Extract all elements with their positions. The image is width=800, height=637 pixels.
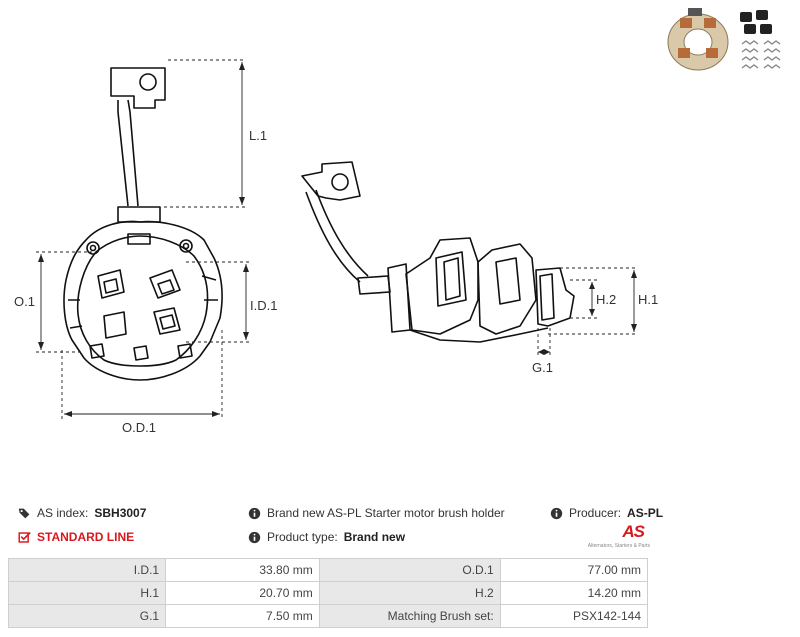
standard-line: STANDARD LINE: [18, 530, 134, 544]
table-row: H.1 20.70 mm H.2 14.20 mm: [7, 581, 649, 605]
spec-value: PSX142-144: [499, 604, 649, 628]
spec-value: 33.80 mm: [165, 558, 320, 582]
spec-value: 77.00 mm: [499, 558, 649, 582]
dim-label-g1: G.1: [532, 360, 553, 375]
brush-holder-side-b: [477, 243, 537, 335]
spec-value: 7.50 mm: [165, 604, 320, 628]
lead-wire-left: [117, 99, 139, 207]
mount-hole-right: [179, 239, 193, 253]
technical-drawing: L.1 O.1 I.D.1 O.D.1 H.2 H.1 G.1: [14, 59, 658, 435]
dim-label-od1: O.D.1: [122, 420, 156, 435]
brush-holder-1: [97, 269, 125, 299]
wire-clamp-left: [117, 206, 161, 223]
producer: Producer: AS-PL: [550, 506, 663, 520]
dim-label-o1: O.1: [14, 294, 35, 309]
wire-clamp-right: [357, 275, 391, 295]
check-square-icon: [18, 531, 31, 543]
dim-label-id1: I.D.1: [250, 298, 277, 313]
tab-2: [133, 345, 149, 361]
brush-plate-outline: [63, 220, 223, 381]
brush-holder-3: [103, 311, 127, 339]
tab-3: [177, 343, 193, 359]
as-index-label: AS index:: [37, 506, 89, 520]
spec-label: I.D.1: [7, 558, 167, 582]
brush-holder-side-a: [405, 237, 479, 335]
product-info: AS index: SBH3007 STANDARD LINE Brand ne…: [0, 500, 800, 560]
spec-value: 14.20 mm: [499, 581, 649, 605]
tab-1: [89, 343, 105, 359]
product-photo-thumbnail: [667, 8, 781, 71]
spec-table: I.D.1 33.80 mm O.D.1 77.00 mm H.1 20.70 …: [7, 558, 649, 628]
terminal-hole-right: [331, 173, 349, 191]
dim-label-h1: H.1: [638, 292, 658, 307]
dim-label-l1: L.1: [249, 128, 267, 143]
producer-label: Producer:: [569, 506, 622, 520]
description-text: Brand new AS-PL Starter motor brush hold…: [267, 506, 505, 520]
terminal-left: [110, 67, 166, 109]
as-pl-logo: AS Alternators, Starters & Parts: [584, 522, 650, 552]
spec-label: H.2: [318, 581, 501, 605]
table-row: G.1 7.50 mm Matching Brush set: PSX142-1…: [7, 604, 649, 628]
info-icon: [248, 507, 261, 519]
logo-mark: AS: [622, 522, 645, 541]
spec-value: 20.70 mm: [165, 581, 320, 605]
spec-label: O.D.1: [318, 558, 501, 582]
description: Brand new AS-PL Starter motor brush hold…: [248, 506, 505, 520]
info-icon: [248, 531, 261, 543]
terminal-right: [301, 161, 361, 201]
lead-wire-right: [305, 189, 369, 283]
brush-holder-side-c: [535, 267, 575, 327]
brush-holder-2: [149, 269, 181, 299]
product-type-label: Product type:: [267, 530, 338, 544]
spec-label: H.1: [7, 581, 167, 605]
mount-hole-left: [86, 241, 100, 255]
producer-value: AS-PL: [627, 506, 664, 520]
dim-label-h2: H.2: [596, 292, 616, 307]
logo-tagline: Alternators, Starters & Parts: [587, 543, 650, 549]
as-index-value: SBH3007: [94, 506, 147, 520]
terminal-base: [127, 233, 151, 245]
brush-holder-4: [153, 307, 181, 335]
info-icon: [550, 507, 563, 519]
product-type: Product type: Brand new: [248, 530, 405, 544]
terminal-hole-left: [139, 73, 157, 91]
table-row: I.D.1 33.80 mm O.D.1 77.00 mm: [7, 558, 649, 582]
as-index: AS index: SBH3007: [18, 506, 146, 520]
product-type-value: Brand new: [343, 530, 406, 544]
spec-label: Matching Brush set:: [318, 604, 501, 628]
spec-label: G.1: [7, 604, 167, 628]
standard-line-label: STANDARD LINE: [37, 530, 135, 544]
tags-icon: [18, 508, 30, 518]
